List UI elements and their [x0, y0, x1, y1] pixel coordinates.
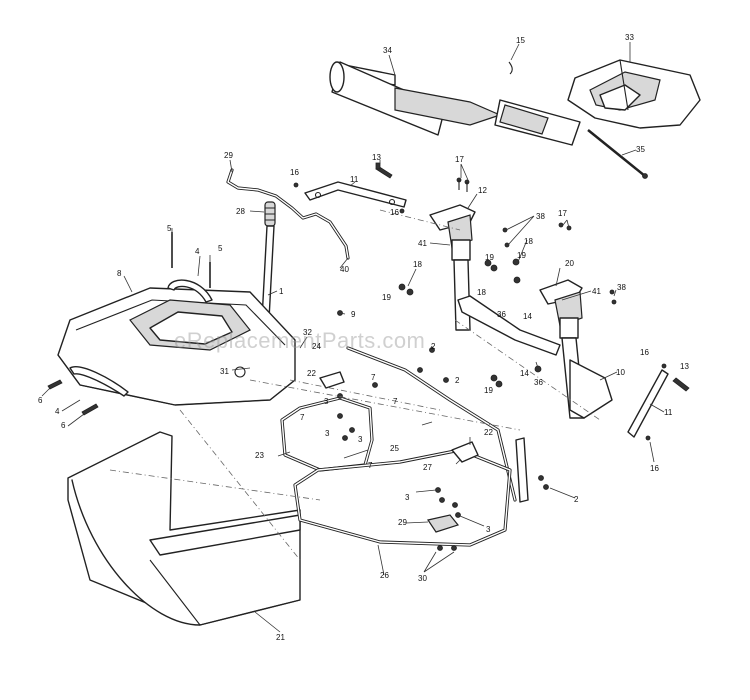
nut-16-b: [399, 208, 405, 214]
callout-2-a: 2: [431, 342, 436, 351]
bolt-13-upper: [375, 162, 393, 179]
bracket-22: [319, 371, 479, 463]
callout-13-b: 13: [680, 362, 689, 371]
callout-19-a: 19: [485, 253, 494, 262]
callout-8: 8: [117, 269, 122, 278]
callout-2-b: 2: [455, 376, 460, 385]
callout-4-b: 4: [55, 407, 60, 416]
bracket-assembly-right: [539, 222, 617, 419]
frame-tube-14: [457, 295, 561, 373]
callout-17-b: 17: [558, 209, 567, 218]
callout-15: 15: [516, 36, 525, 45]
frame-upright-2: [515, 437, 549, 503]
mount-bracket-33: [567, 59, 701, 129]
callout-3-e: 3: [486, 525, 491, 534]
callout-27: 27: [423, 463, 432, 472]
watermark-text: eReplacementParts.com: [174, 328, 425, 353]
top-handle-4: [167, 232, 213, 303]
alignment-lines: [109, 209, 601, 561]
frame-25: [346, 346, 517, 502]
callout-19-d: 19: [484, 386, 493, 395]
callout-2-c: 2: [574, 495, 579, 504]
callout-23: 23: [255, 451, 264, 460]
callout-18-b: 18: [477, 288, 486, 297]
callout-31: 31: [220, 367, 229, 376]
grass-bag-21: [67, 431, 301, 626]
callout-11-b: 11: [664, 408, 673, 417]
callout-7-d: 7: [368, 461, 373, 470]
callout-33: 33: [625, 33, 634, 42]
bag-cover-8: [57, 287, 296, 406]
callout-4-a: 4: [195, 247, 200, 256]
callout-30: 30: [418, 574, 427, 583]
callout-14-b: 14: [520, 369, 529, 378]
callout-1: 1: [279, 287, 284, 296]
callout-14-a: 14: [523, 312, 532, 321]
callout-36-a: 36: [497, 310, 506, 319]
callout-3-c: 3: [358, 435, 363, 444]
callout-29-b: 29: [398, 518, 407, 527]
callout-24: 24: [312, 342, 321, 351]
callout-16-a: 16: [290, 168, 299, 177]
callout-38-a: 38: [536, 212, 545, 221]
callout-7-b: 7: [393, 397, 398, 406]
callout-16-d: 16: [650, 464, 659, 473]
frame-26: [293, 448, 512, 547]
callout-32: 32: [303, 328, 312, 337]
callout-3-b: 3: [325, 429, 330, 438]
callout-21: 21: [276, 633, 285, 642]
callout-13-a: 13: [372, 153, 381, 162]
callout-18-c: 18: [413, 260, 422, 269]
side-handle-4: [47, 366, 129, 416]
callout-19-b: 19: [517, 251, 526, 260]
callout-17-a: 17: [455, 155, 464, 164]
callout-10: 10: [616, 368, 625, 377]
callout-16-b: 16: [390, 208, 399, 217]
lift-cable-39: [226, 168, 350, 260]
callout-7-c: 7: [300, 413, 305, 422]
callout-6-b: 6: [61, 421, 66, 430]
callout-18-a: 18: [524, 237, 533, 246]
strap-11-upper: [304, 181, 407, 208]
bracket-assembly-left: [398, 177, 521, 331]
callout-41-a: 41: [418, 239, 427, 248]
callout-36-b: 36: [534, 378, 543, 387]
callout-28: 28: [236, 207, 245, 216]
grip-28: [264, 201, 276, 227]
leader-lines: [41, 42, 665, 633]
nut-16-a: [293, 182, 299, 188]
callout-7-a: 7: [371, 373, 376, 382]
callout-labels: 34 15 33 35 29 13 16 11 16 17 12 38 28 4…: [38, 33, 689, 642]
callout-35: 35: [636, 145, 645, 154]
callout-16-c: 16: [640, 348, 649, 357]
callout-26: 26: [380, 571, 389, 580]
clip-15: [508, 61, 513, 75]
callout-12: 12: [478, 186, 487, 195]
hardware-lower: [337, 310, 503, 551]
handle-tube-34: [329, 61, 581, 146]
callout-3-d: 3: [405, 493, 410, 502]
callout-41-b: 41: [592, 287, 601, 296]
strap-11-right: [627, 363, 690, 441]
callout-5-a: 5: [167, 224, 172, 233]
callout-38-b: 38: [617, 283, 626, 292]
callout-20: 20: [565, 259, 574, 268]
callout-5-b: 5: [218, 244, 223, 253]
frame-23: [280, 396, 374, 472]
callout-22-a: 22: [307, 369, 316, 378]
plate-29: [427, 514, 460, 533]
callout-29: 29: [224, 151, 233, 160]
pin-35: [587, 129, 648, 179]
callout-6-a: 6: [38, 396, 43, 405]
callout-3-a: 3: [324, 397, 329, 406]
callout-22-b: 22: [484, 428, 493, 437]
callout-11-a: 11: [350, 175, 359, 184]
callout-40: 40: [340, 265, 349, 274]
callout-9: 9: [351, 310, 356, 319]
callout-19-c: 19: [382, 293, 391, 302]
callout-34: 34: [383, 46, 392, 55]
callout-25: 25: [390, 444, 399, 453]
